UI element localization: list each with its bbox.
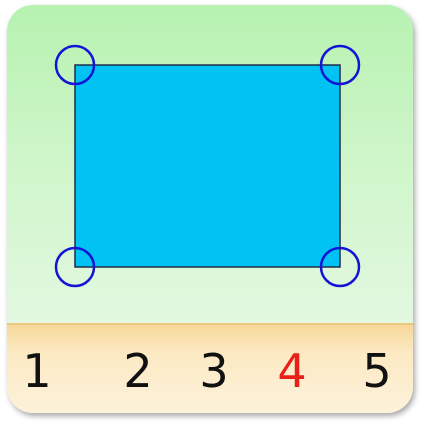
number-option-5[interactable]: 5 bbox=[362, 344, 392, 398]
number-option-4[interactable]: 4 bbox=[277, 344, 307, 398]
corner-marker-top-left bbox=[54, 44, 96, 86]
game-card: 1 2 3 4 5 bbox=[7, 5, 413, 413]
number-option-2[interactable]: 2 bbox=[123, 344, 153, 398]
number-option-1[interactable]: 1 bbox=[22, 344, 52, 398]
corner-marker-bottom-right bbox=[319, 246, 361, 288]
corner-marker-top-right bbox=[319, 44, 361, 86]
number-answer-bar: 1 2 3 4 5 bbox=[7, 323, 413, 413]
rectangle-shape bbox=[74, 64, 341, 268]
number-option-3[interactable]: 3 bbox=[199, 344, 229, 398]
corner-marker-bottom-left bbox=[54, 246, 96, 288]
